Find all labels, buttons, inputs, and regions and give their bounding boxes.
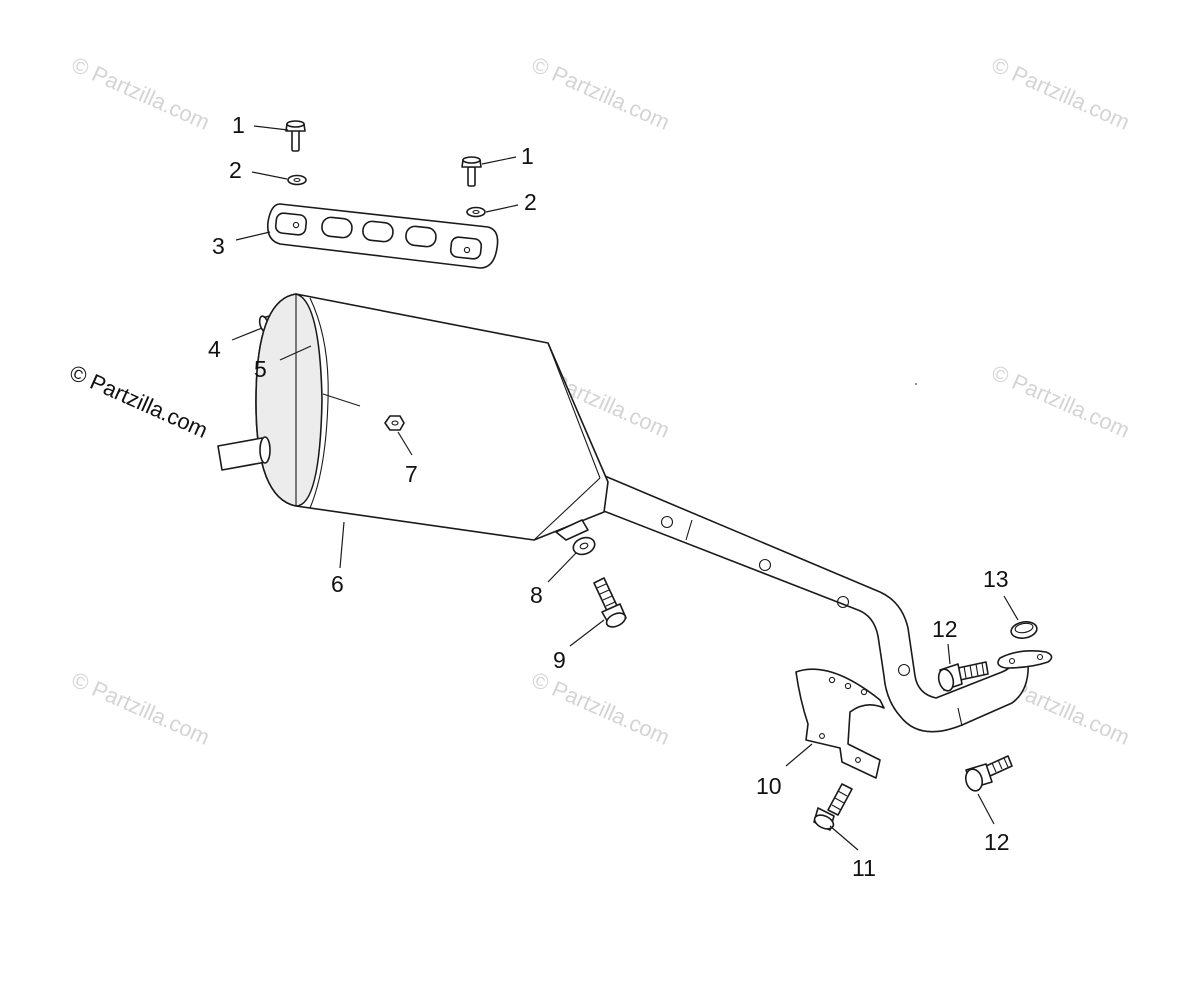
heat-shield-bracket-icon[interactable]: [266, 203, 499, 269]
washer-icon[interactable]: [571, 535, 597, 558]
callout-7[interactable]: 7: [405, 461, 418, 487]
gasket-ring-icon[interactable]: [1010, 620, 1038, 640]
copyright-credit: © Partzilla.com: [66, 360, 212, 443]
callout-8[interactable]: 8: [530, 582, 543, 608]
leader-lines: [231, 125, 1019, 851]
flange-bolt-icon[interactable]: [285, 120, 306, 152]
callouts: 1 1 2 2 3 4 5 6 7 8 9 10 11 12 12 13: [208, 112, 1010, 881]
callout-5[interactable]: 5: [254, 356, 267, 382]
callout-2[interactable]: 2: [524, 189, 537, 215]
nut-icon[interactable]: [384, 415, 405, 431]
callout-12[interactable]: 12: [984, 829, 1010, 855]
callout-6[interactable]: 6: [331, 571, 344, 597]
callout-2[interactable]: 2: [229, 157, 242, 183]
screw-icon[interactable]: [812, 783, 853, 832]
callout-1[interactable]: 1: [232, 112, 245, 138]
flange-bolt-icon[interactable]: [936, 661, 989, 692]
stray-dot: [915, 383, 917, 385]
watermark: © Partzilla.com: [988, 360, 1134, 443]
callout-4[interactable]: 4: [208, 336, 221, 362]
washer-icon[interactable]: [287, 174, 307, 186]
callout-3[interactable]: 3: [212, 233, 225, 259]
callout-10[interactable]: 10: [756, 773, 782, 799]
head-pipe-icon[interactable]: [595, 473, 1053, 733]
watermark: © Partzilla.com: [528, 52, 674, 135]
callout-9[interactable]: 9: [553, 647, 566, 673]
watermark: © Partzilla.com: [68, 52, 214, 135]
screw-icon[interactable]: [593, 577, 628, 630]
flange-bolt-icon[interactable]: [963, 755, 1013, 793]
callout-11[interactable]: 11: [852, 855, 876, 881]
head-pipe-bracket-icon[interactable]: [795, 668, 885, 779]
watermark: © Partzilla.com: [528, 667, 674, 750]
callout-12[interactable]: 12: [932, 616, 958, 642]
callout-1[interactable]: 1: [521, 143, 534, 169]
watermarks: © Partzilla.com © Partzilla.com © Partzi…: [68, 52, 1134, 750]
muffler-icon[interactable]: [217, 293, 609, 541]
watermark: © Partzilla.com: [68, 667, 214, 750]
watermark: © Partzilla.com: [988, 52, 1134, 135]
washer-icon[interactable]: [466, 206, 486, 218]
flange-bolt-icon[interactable]: [461, 156, 482, 187]
callout-13[interactable]: 13: [983, 566, 1009, 592]
